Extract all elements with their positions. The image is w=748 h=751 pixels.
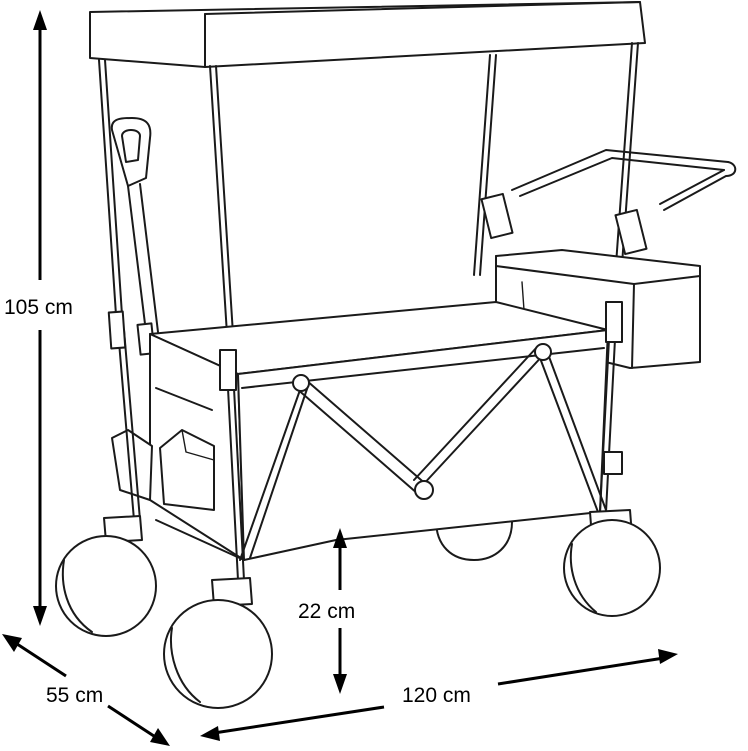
canopy (89, 1, 646, 68)
depth-dimension-arrow (2, 634, 170, 746)
height-dimension-arrow (33, 10, 47, 626)
front-left-wheel (55, 515, 157, 637)
front-right-wheel (163, 577, 273, 709)
rear-right-wheel (563, 509, 661, 617)
x-frame (239, 343, 607, 561)
wagon-illustration (55, 1, 737, 709)
side-pocket (111, 429, 215, 511)
length-label: 120 cm (402, 684, 471, 707)
frame-legs (107, 301, 623, 581)
wagon-basket (149, 301, 609, 561)
depth-label: 55 cm (46, 684, 103, 707)
pull-handle (110, 117, 159, 356)
length-dimension-arrow (200, 649, 678, 741)
ground-clearance-label: 22 cm (298, 600, 355, 623)
canopy-poles (98, 42, 639, 351)
ground-clearance-dimension-arrow (333, 528, 347, 694)
height-label: 105 cm (4, 296, 73, 319)
push-handle (480, 149, 737, 256)
